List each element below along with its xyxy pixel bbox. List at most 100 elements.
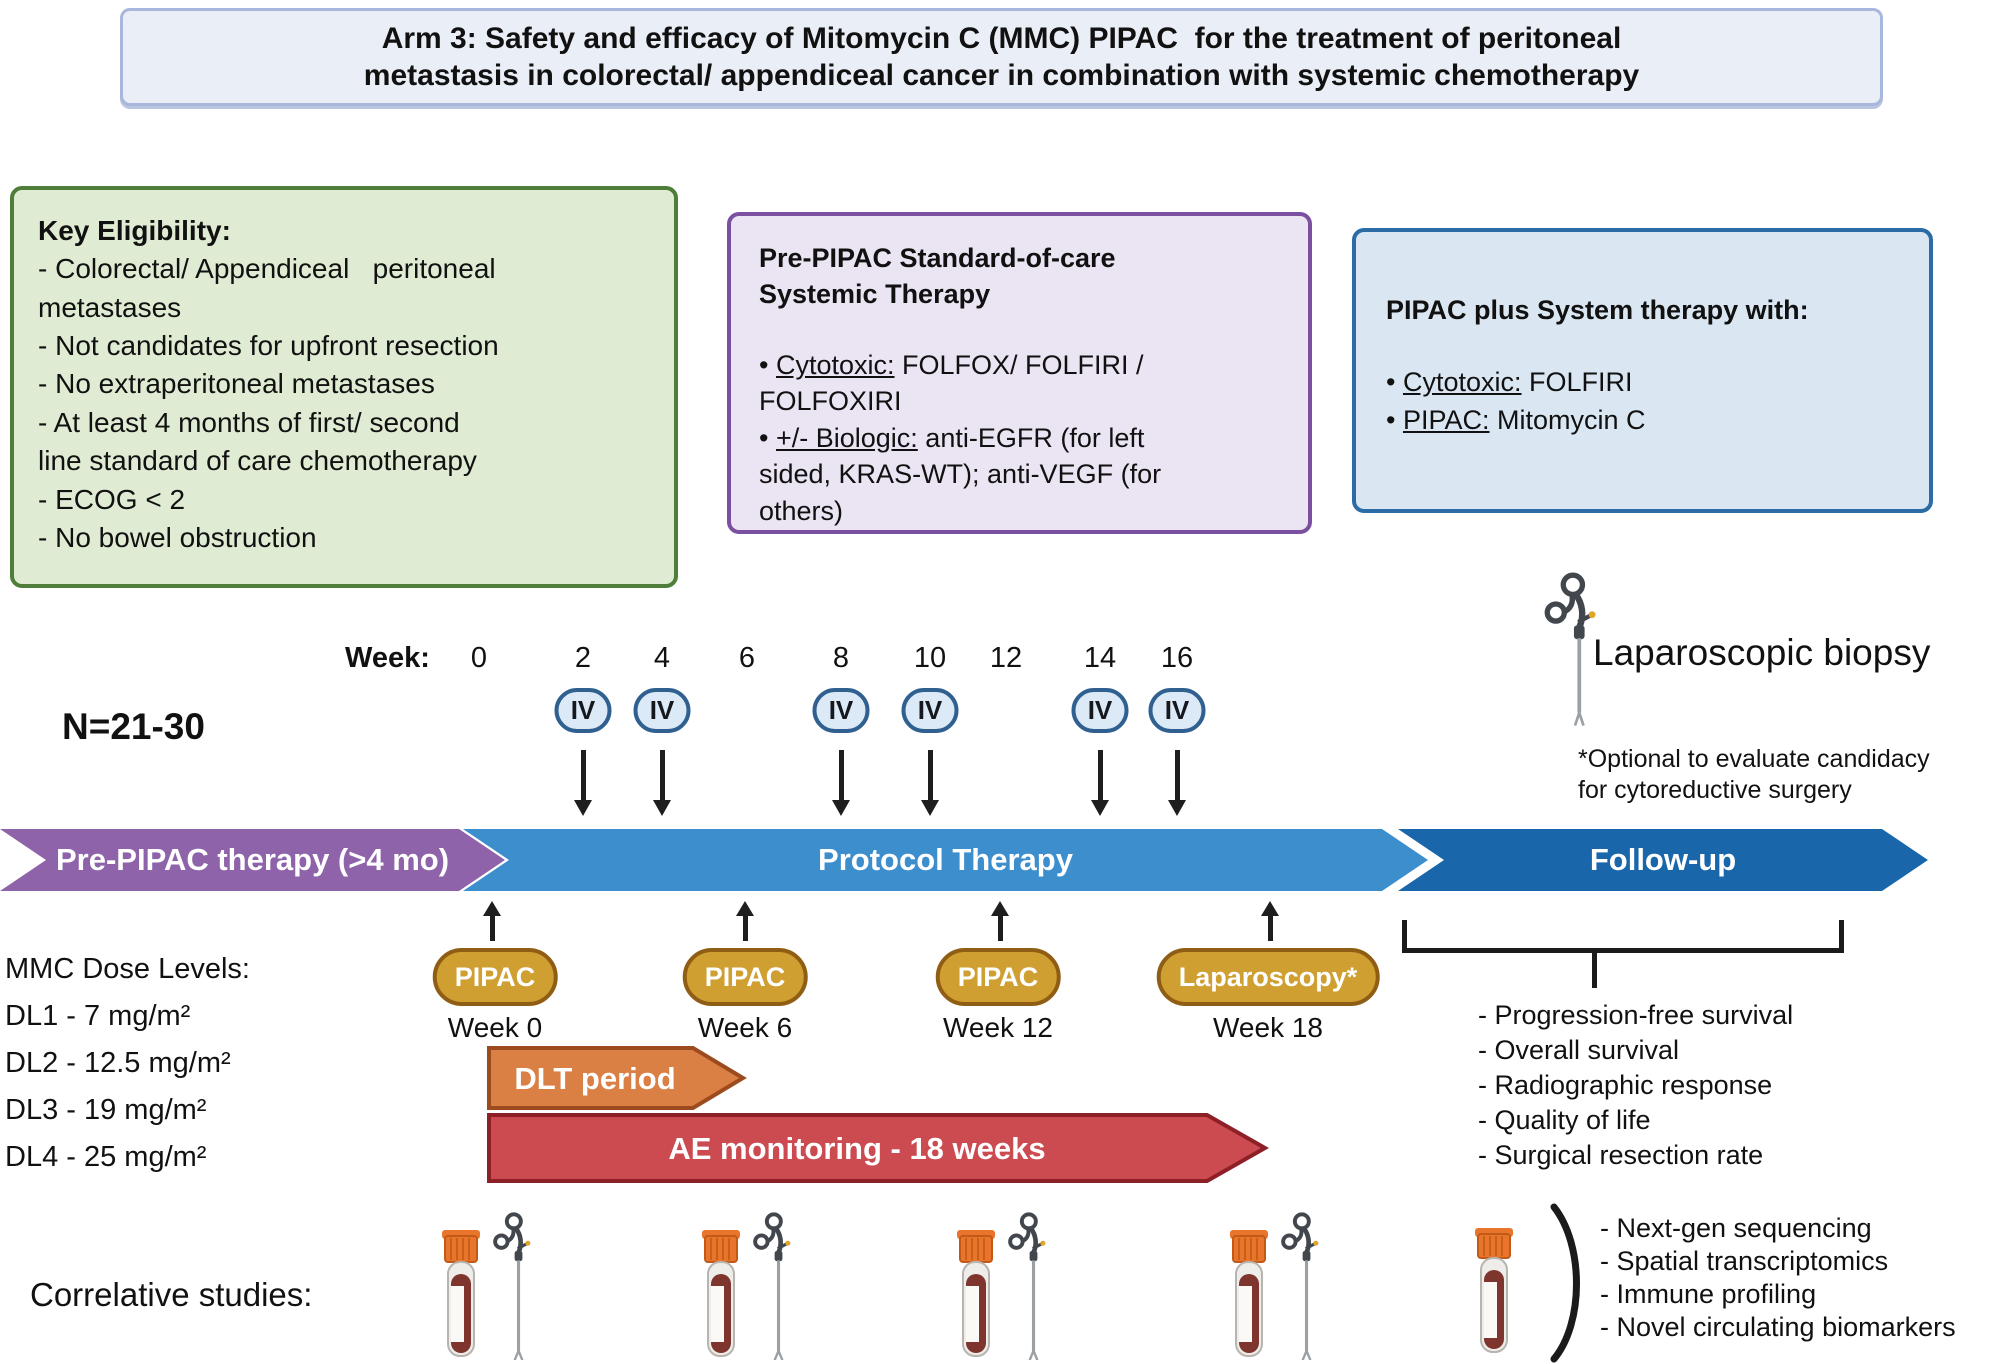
blood-tube-icon [957,1230,995,1357]
list-item: - No extraperitoneal metastases [38,368,435,400]
list-item: DL2 - 12.5 mg/m² [5,1047,231,1079]
list-item: - Spatial transcriptomics [1600,1246,1889,1276]
dose-levels-heading: MMC Dose Levels: [5,953,250,985]
pipac-oval-week0: PIPAC [432,948,558,1006]
bullet-marker: • [759,349,776,380]
list-item: DL1 - 7 mg/m² [5,1000,191,1032]
week-tick-6: 6 [738,642,756,674]
oval-week-label-12: Week 12 [943,1012,1053,1043]
list-item: DL3 - 19 mg/m² [5,1094,207,1126]
dlt-period-label: DLT period [514,1061,675,1096]
pre-pipac-bullet-cytotoxic: • Cytotoxic: FOLFOX/ FOLFIRI / FOLFOXIRI [759,347,1280,420]
band-label: Protocol Therapy [818,842,1073,877]
pipac-plus-heading: PIPAC plus System therapy with: [1386,295,1809,325]
dose-levels-block: MMC Dose Levels: DL1 - 7 mg/m² DL2 - 12.5… [5,946,250,1181]
list-item: - Next-gen sequencing [1600,1213,1872,1243]
laparoscopic-instrument-icon [753,1212,791,1361]
iv-down-arrow-icon [653,750,671,816]
pre-pipac-therapy-box: Pre-PIPAC Standard-of-care Systemic Ther… [727,212,1312,534]
ae-monitoring-label: AE monitoring - 18 weeks [668,1131,1045,1166]
laparoscopic-instrument-icon [1008,1212,1046,1361]
dlt-period-arrow: DLT period [487,1046,747,1115]
pipac-up-arrow-icon [483,901,501,941]
bullet-text: FOLFIRI [1521,366,1633,397]
blood-tube-icon [1230,1230,1268,1357]
week-tick-10: 10 [913,642,947,674]
list-item: - Quality of life [1478,1105,1651,1135]
sample-size-label: N=21-30 [62,706,205,747]
list-item: DL4 - 25 mg/m² [5,1141,207,1173]
blood-tube-icon [442,1230,480,1357]
pipac-oval-week6: PIPAC [682,948,808,1006]
iv-pill-week10: IV [901,688,959,733]
list-item: - ECOG < 2 [38,483,186,515]
page-title: Arm 3: Safety and efficacy of Mitomycin … [120,8,1883,106]
followup-bracket-stem [1592,948,1597,988]
list-item: - Overall survival [1478,1035,1680,1065]
iv-pill-week2: IV [554,688,612,733]
laparoscopic-biopsy-label: Laparoscopic biopsy [1593,632,1931,673]
laparoscopic-instrument-icon [493,1212,531,1361]
laparoscopy-up-arrow-icon [1261,901,1279,941]
laparoscopic-instrument-icon [1540,572,1610,737]
correlative-studies-list: - Next-gen sequencing- Spatial transcrip… [1600,1212,1956,1344]
followup-bracket [1402,948,1844,953]
list-item: - Surgical resection rate [1478,1140,1764,1170]
spacer [759,313,1280,347]
blood-tube-icon [702,1230,740,1357]
week-tick-4: 4 [653,642,671,674]
iv-down-arrow-icon [832,750,850,816]
pipac-oval-week12: PIPAC [935,948,1061,1006]
laparoscopy-oval-week18: Laparoscopy* [1156,948,1380,1006]
band-label: Pre-PIPAC therapy (>4 mo) [55,842,450,877]
followup-outcomes-list: - Progression-free survival - Overall sur… [1478,998,1793,1173]
bullet-marker: • [1386,404,1403,435]
correlative-sample-week6 [700,1212,800,1364]
pipac-plus-therapy-box: PIPAC plus System therapy with: • Cytoto… [1352,228,1933,513]
bullet-term: PIPAC: [1402,404,1490,435]
blood-tube-icon [1475,1228,1513,1353]
correlative-studies-label: Correlative studies: [30,1276,313,1313]
dose-levels-list: DL1 - 7 mg/m² DL2 - 12.5 mg/m² DL3 - 19 mg… [5,993,250,1181]
week-tick-8: 8 [832,642,850,674]
list-item: - At least 4 months of first/ second lin… [38,406,477,477]
correlative-sample-week12 [955,1212,1055,1364]
iv-down-arrow-icon [1168,750,1186,816]
oval-week-label-6: Week 6 [697,1012,793,1043]
oval-week-label-0: Week 0 [447,1012,543,1043]
list-item: - Progression-free survival [1478,1000,1794,1030]
bullet-term: Cytotoxic: [1402,366,1522,397]
bullet-text: FOLFOX/ FOLFIRI / FOLFOXIRI [759,349,1144,417]
iv-pill-week16: IV [1148,688,1206,733]
band-label: Follow-up [1589,842,1737,877]
iv-down-arrow-icon [921,750,939,816]
week-tick-0: 0 [470,642,488,674]
iv-down-arrow-icon [1091,750,1109,816]
week-tick-14: 14 [1083,642,1117,674]
pipac-bullet-cytotoxic: • Cytotoxic: FOLFIRI [1386,364,1899,402]
bullet-marker: • [1386,366,1403,397]
correlative-sample-week18 [1228,1212,1328,1364]
bullet-term: Cytotoxic: [775,349,895,380]
correlative-sample-week0 [440,1212,540,1364]
bullet-term: +/- Biologic: [775,422,918,453]
band-protocol-therapy: Protocol Therapy [463,829,1428,891]
list-item: - Radiographic response [1478,1070,1773,1100]
list-item: - No bowel obstruction [38,521,317,553]
pre-pipac-bullet-biologic: • +/- Biologic: anti-EGFR (for left side… [759,420,1280,529]
oval-week-label-18: Week 18 [1213,1012,1323,1043]
eligibility-heading: Key Eligibility: [38,215,231,246]
ae-monitoring-arrow: AE monitoring - 18 weeks [487,1113,1270,1188]
list-item: - Not candidates for upfront resection [38,330,499,362]
band-follow-up: Follow-up [1398,829,1928,891]
pipac-up-arrow-icon [736,901,754,941]
bullet-text: Mitomycin C [1489,404,1646,435]
pipac-up-arrow-icon [991,901,1009,941]
correlative-bracket [1548,1203,1588,1364]
iv-down-arrow-icon [574,750,592,816]
pipac-bullet-pipac: • PIPAC: Mitomycin C [1386,402,1899,440]
followup-bracket-right-tick [1839,920,1844,953]
bullet-text: anti-EGFR (for left sided, KRAS-WT); ant… [759,422,1162,526]
spacer [1386,330,1899,364]
